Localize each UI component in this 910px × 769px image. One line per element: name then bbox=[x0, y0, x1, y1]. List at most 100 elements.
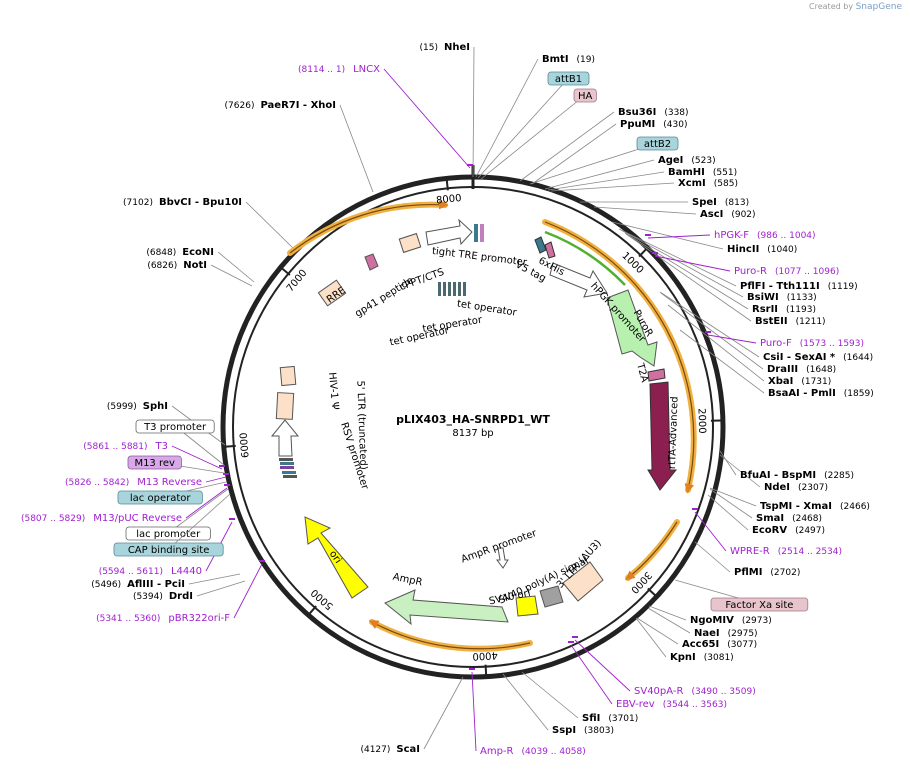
enzyme-label-bsaai-pmli: BsaAI - PmlI(1859) bbox=[768, 388, 874, 399]
primer-leader-lines bbox=[171, 68, 757, 752]
enzyme-line-naei bbox=[647, 607, 691, 634]
enzyme-name: CsiI - SexAI * bbox=[763, 352, 836, 363]
enzyme-position: (1644) bbox=[843, 353, 873, 363]
primer-line-sv40pa-r bbox=[574, 639, 631, 692]
primer-line-puro-r bbox=[654, 255, 731, 272]
enzyme-label-asci: AscI(902) bbox=[700, 209, 756, 220]
ori-arrow bbox=[304, 516, 369, 599]
enzyme-label-xbai: XbaI(1731) bbox=[768, 376, 831, 387]
enzyme-line-bmti bbox=[475, 58, 539, 178]
enzyme-label-smai: SmaI(2468) bbox=[756, 513, 822, 524]
enzyme-label-paer7i-xhoi: (7626) PaeR7I - XhoI bbox=[225, 100, 336, 111]
feature-label-rtetr: rTetR bbox=[667, 412, 679, 438]
primer-range: (5807 .. 5829) bbox=[21, 514, 85, 524]
feature-label-tet-op-3: tet operator bbox=[389, 325, 451, 348]
enzyme-line-draiii bbox=[660, 292, 764, 370]
enzyme-line-pflfi-tth111i bbox=[618, 228, 737, 287]
enzyme-leader-lines bbox=[171, 46, 765, 750]
enzyme-name: Acc65I bbox=[682, 639, 719, 650]
enzyme-name: Bsu36I bbox=[618, 107, 656, 118]
enzyme-position: (3081) bbox=[704, 653, 734, 663]
enzyme-position: (2466) bbox=[840, 502, 870, 512]
enzyme-name: XbaI bbox=[768, 376, 793, 387]
enzyme-name: TspMI - XmaI bbox=[760, 501, 832, 512]
puror-arrow bbox=[606, 289, 658, 367]
enzyme-label-naei: NaeI(2975) bbox=[694, 628, 758, 639]
enzyme-position: (7626) bbox=[225, 101, 255, 111]
rre-box bbox=[317, 279, 347, 307]
primer-name: WPRE-R bbox=[730, 546, 770, 557]
enzyme-position: (1193) bbox=[786, 305, 816, 315]
primer-name: hPGK-F bbox=[714, 230, 749, 241]
credit-prefix: Created by bbox=[809, 2, 854, 11]
primer-label-hpgk-f: hPGK-F(986 .. 1004) bbox=[714, 230, 816, 241]
enzyme-line-afliii-pcii bbox=[188, 573, 241, 585]
enzyme-position: (585) bbox=[714, 179, 738, 189]
enzyme-label-kpni: KpnI(3081) bbox=[670, 652, 734, 663]
enzyme-line-ngomiv bbox=[648, 605, 687, 621]
enzyme-line-ndei bbox=[719, 454, 761, 488]
hpgk-promoter-arrow bbox=[549, 262, 608, 298]
enzyme-labels: (15)NheIBmtI(19)Bsu36I(338)PpuMI(430)Age… bbox=[91, 42, 874, 755]
enzyme-line-asci bbox=[593, 206, 697, 215]
primer-name: LNCX bbox=[353, 64, 380, 75]
enzyme-position: (5394) bbox=[133, 592, 163, 602]
primer-labels: (8114 .. 1) LNCX hPGK-F(986 .. 1004) Puro-R… bbox=[21, 64, 864, 757]
enzyme-line-xcmi bbox=[550, 182, 675, 192]
enzyme-name: EcoRV bbox=[752, 525, 787, 536]
enzyme-label-ecorv: EcoRV(2497) bbox=[752, 525, 825, 536]
enzyme-position: (430) bbox=[663, 120, 687, 130]
enzyme-position: (2468) bbox=[792, 514, 822, 524]
enzyme-name: PaeR7I - XhoI bbox=[260, 100, 336, 111]
enzyme-label-bsu36i: Bsu36I(338) bbox=[618, 107, 689, 118]
boxed-label-factor-xa-site: Factor Xa site bbox=[674, 579, 809, 612]
his-tag-box bbox=[534, 236, 547, 254]
enzyme-position: (2307) bbox=[798, 483, 828, 493]
primer-line-wpre-r bbox=[694, 511, 727, 552]
primer-name: T3 bbox=[155, 441, 168, 452]
feature-label-tet-op-1: tet operator bbox=[456, 298, 518, 318]
boxed-label-cap-binding-site: CAP binding site bbox=[113, 493, 231, 557]
primer-range: (3544 .. 3563) bbox=[663, 700, 727, 710]
primer-range: (5861 .. 5881) bbox=[83, 442, 147, 452]
enzyme-line-sfii bbox=[521, 671, 579, 719]
primer-label-ebv-rev: EBV-rev(3544 .. 3563) bbox=[616, 699, 727, 710]
enzyme-label-hincii: HincII(1040) bbox=[727, 244, 797, 255]
enzyme-name: ScaI bbox=[396, 744, 420, 755]
feature-label-hiv-psi: HIV-1 Ψ bbox=[326, 372, 340, 411]
enzyme-line-acc65i bbox=[636, 617, 679, 645]
enzyme-label-ngomiv: NgoMIV(2973) bbox=[690, 615, 772, 626]
enzyme-name: EcoNI bbox=[182, 247, 214, 258]
primer-label-sv40pa-r: SV40pA-R(3490 .. 3509) bbox=[634, 686, 756, 697]
sv40-polya-box bbox=[539, 585, 564, 608]
primer-name: SV40pA-R bbox=[634, 686, 683, 697]
boxed-label-line bbox=[480, 94, 586, 180]
enzyme-line-nhei bbox=[472, 46, 475, 178]
primer-label-puro-r: Puro-R(1077 .. 1096) bbox=[734, 266, 839, 277]
enzyme-position: (551) bbox=[713, 168, 737, 178]
feature-label-gp41: gp41 peptide bbox=[353, 275, 415, 320]
tick-mark-3000 bbox=[647, 587, 659, 599]
enzyme-line-csii-sexai bbox=[659, 291, 760, 358]
ampr-arrow bbox=[384, 589, 509, 626]
primer-name: M13/pUC Reverse bbox=[93, 513, 182, 524]
enzyme-line-hincii bbox=[611, 221, 724, 250]
enzyme-label-draiii: DraIII(1648) bbox=[767, 364, 836, 375]
enzyme-name: SpeI bbox=[692, 197, 717, 208]
primer-label-t3: (5861 .. 5881) T3 bbox=[83, 441, 168, 452]
enzyme-label-bmti: BmtI(19) bbox=[542, 54, 595, 65]
rtetr-arrow bbox=[647, 381, 678, 491]
enzyme-name: AscI bbox=[700, 209, 723, 220]
tick-mark-6000 bbox=[221, 444, 236, 448]
primer-range: (5826 .. 5842) bbox=[65, 478, 129, 488]
enzyme-name: SfiI bbox=[582, 713, 600, 724]
enzyme-label-scai: (4127)ScaI bbox=[360, 744, 420, 755]
primer-line-puro-f bbox=[707, 334, 757, 344]
enzyme-line-pflmi bbox=[694, 541, 731, 573]
primer-range: (1077 .. 1096) bbox=[775, 267, 839, 277]
enzyme-label-tspmi-xmai: TspMI - XmaI (2466) bbox=[760, 501, 870, 512]
enzyme-label-afliii-pcii: (5496)AflIII - PciI bbox=[91, 579, 185, 590]
primer-range: (8114 .. 1) bbox=[298, 65, 345, 75]
